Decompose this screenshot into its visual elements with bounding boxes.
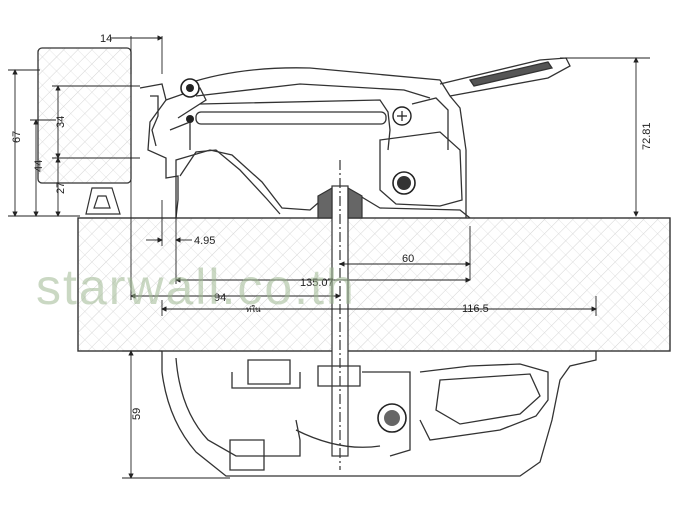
mounting-bracket	[85, 187, 121, 215]
dim-94: 94	[214, 292, 226, 304]
dim-14: 14	[100, 33, 112, 45]
dim-34: 34	[55, 116, 67, 128]
lower-handle-housing	[161, 351, 597, 477]
dim-27: 27	[55, 182, 67, 194]
dim-67: 67	[11, 131, 23, 143]
dim-72-81: 72.81	[641, 122, 653, 150]
pivot-pin-left-core	[186, 84, 194, 92]
dim-4-95: 4.95	[194, 235, 215, 247]
dim-116-5: 116.5	[462, 303, 489, 315]
spindle	[317, 160, 363, 470]
dim-135: 135.07	[300, 277, 334, 289]
dim-44: 44	[33, 160, 45, 172]
watermark: starwall.co.th	[36, 259, 356, 315]
pivot-pin-lower-core	[397, 176, 411, 190]
lower-pivot-pin-core	[384, 410, 400, 426]
pivot-pin-mid-cross	[397, 111, 407, 121]
frame-block	[37, 47, 132, 184]
dim-60: 60	[402, 253, 414, 265]
dimension-lines	[8, 35, 650, 479]
dim-59: 59	[131, 408, 143, 420]
upper-handle-housing	[139, 57, 571, 219]
pivot-pin-link	[186, 115, 194, 123]
hinge-note: ท่ใน	[246, 305, 261, 314]
